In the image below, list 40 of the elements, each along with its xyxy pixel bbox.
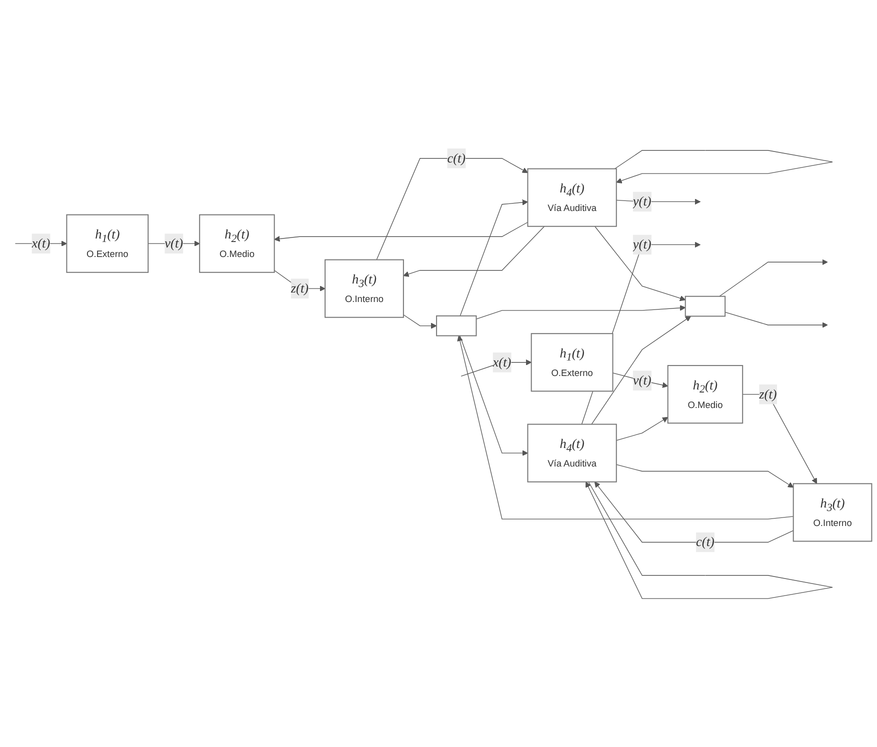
node-box: h$_{4}$(t) Vía Auditiva (527, 168, 617, 227)
arrow (403, 226, 545, 277)
arrow (376, 158, 528, 260)
arrow (616, 417, 668, 441)
edge-label: z(t) (290, 281, 309, 296)
node-box: h$_{2}$(t) O.Medio (667, 365, 744, 424)
arrow (460, 335, 528, 456)
edge-label: z(t) (759, 387, 777, 402)
edge-label: y(t) (632, 237, 652, 252)
node-box: h$_{3}$(t) O.Interno (324, 259, 404, 318)
edge-label: v(t) (164, 236, 184, 251)
arrow (594, 226, 686, 302)
node-box (436, 315, 477, 336)
arrow (616, 198, 701, 205)
arrow (274, 270, 326, 292)
edge-label: c(t) (447, 151, 466, 166)
arrow (457, 335, 794, 520)
arrow (742, 394, 818, 484)
arrow (594, 482, 794, 543)
node-box: h$_{2}$(t) O.Medio (199, 214, 275, 273)
node-box: h$_{3}$(t) O.Interno (792, 483, 872, 542)
node-box: h$_{1}$(t) O.Externo (66, 214, 149, 273)
arrow (614, 150, 833, 184)
edge-label: x(t) (492, 355, 512, 370)
arrow (591, 316, 692, 425)
arrow (719, 259, 828, 297)
arrow (586, 482, 833, 599)
edge-label: v(t) (632, 373, 652, 388)
edge-label: c(t) (696, 534, 714, 550)
arrow (460, 199, 528, 316)
node-box: h$_{4}$(t) Vía Auditiva (527, 424, 617, 482)
arrow (403, 314, 437, 329)
edge-label: x(t) (32, 236, 50, 251)
arrow (274, 222, 528, 242)
node-box (684, 296, 726, 317)
node-box: h$_{1}$(t) O.Externo (530, 333, 614, 392)
arrow (616, 464, 794, 488)
arrow (476, 305, 686, 320)
edge-label: y(t) (632, 194, 652, 209)
arrow (724, 312, 828, 328)
